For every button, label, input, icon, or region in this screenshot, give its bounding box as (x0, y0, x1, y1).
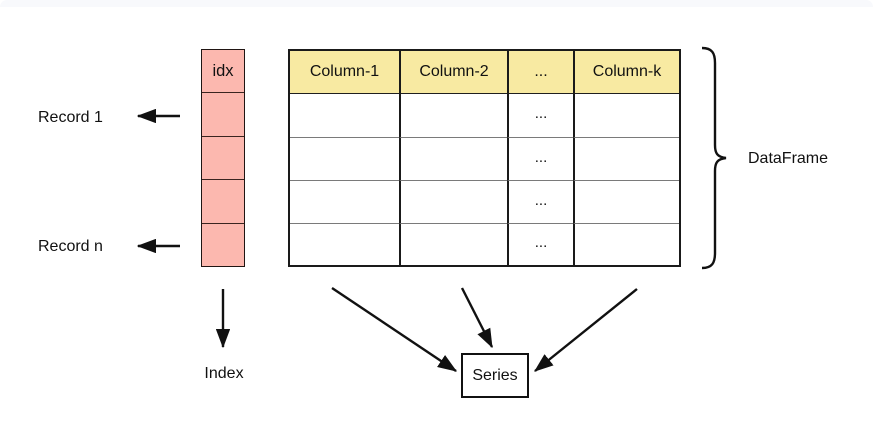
index-cell (202, 92, 244, 135)
table-cell (573, 93, 679, 137)
record-1-label: Record 1 (38, 109, 103, 126)
table-cell (399, 223, 507, 265)
table-cell (290, 137, 399, 180)
table-cell (573, 180, 679, 223)
table-ellipsis-cell: ... (507, 137, 573, 180)
columnk-to-series-arrow-icon (534, 288, 638, 372)
column1-to-series-arrow-icon (331, 287, 457, 372)
table-ellipsis-cell: ... (507, 180, 573, 223)
table-cell (399, 93, 507, 137)
column-header-ellipsis-cell: ... (507, 51, 573, 93)
table-cell (573, 137, 679, 180)
table-cell (290, 223, 399, 265)
table-ellipsis-cell: ... (507, 93, 573, 137)
record-n-label: Record n (38, 238, 103, 255)
series-label: Series (472, 366, 518, 384)
index-column: idx (201, 49, 245, 267)
index-header-cell: idx (212, 61, 234, 80)
table-cell (573, 223, 679, 265)
column-header-cell: Column-2 (399, 51, 507, 93)
table-cell (290, 93, 399, 137)
window-top-strip (0, 0, 873, 7)
index-cell (202, 135, 244, 179)
dataframe-brace-icon (701, 46, 727, 270)
column-header-cell: Column-k (573, 51, 679, 93)
column-header-cell: Column-1 (290, 51, 399, 93)
index-cell (202, 179, 244, 222)
table-cell (399, 180, 507, 223)
table-ellipsis-cell: ... (507, 223, 573, 265)
table-cell (290, 180, 399, 223)
table-cell (399, 137, 507, 180)
series-box: Series (461, 353, 529, 398)
index-cell (202, 222, 244, 266)
dataframe-label: DataFrame (748, 150, 829, 167)
index-label: Index (204, 365, 244, 382)
column2-to-series-arrow-icon (460, 287, 494, 349)
dataframe-table: Column-1 Column-2 ... Column-k ... ... .… (288, 49, 681, 267)
